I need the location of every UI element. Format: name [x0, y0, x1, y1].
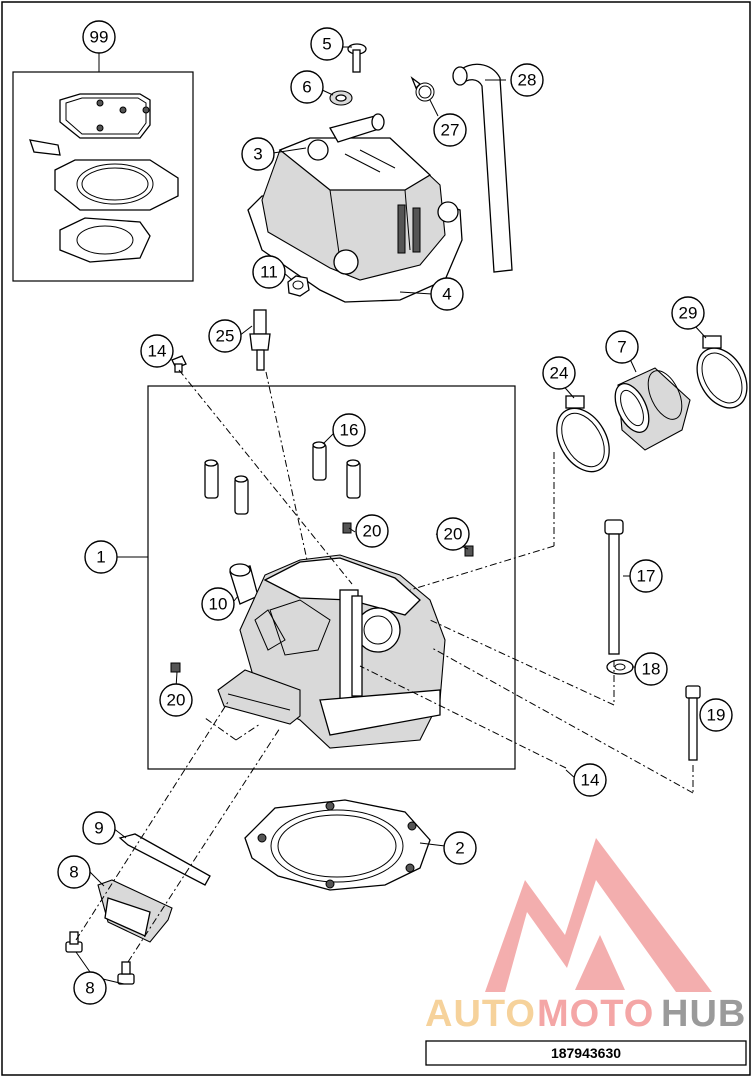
svg-text:3: 3	[253, 145, 262, 164]
callout-25: 29	[671, 296, 705, 330]
svg-text:27: 27	[441, 121, 460, 140]
svg-text:6: 6	[302, 78, 311, 97]
callout-16: 16	[332, 413, 366, 447]
callout-20-center: 20	[355, 514, 389, 548]
callout-11: 10	[201, 587, 235, 621]
head-gasket-group	[244, 799, 431, 891]
watermark-text: AUTO MOTO HUB	[425, 993, 746, 1035]
breather-hose-group	[410, 63, 513, 273]
svg-text:29: 29	[679, 304, 698, 323]
svg-text:20: 20	[167, 691, 186, 710]
gasket-kit-box	[12, 71, 194, 282]
callout-20-right: 20	[436, 517, 470, 551]
watermark-auto: AUTO	[425, 993, 536, 1035]
intake-group	[556, 335, 748, 473]
svg-text:14: 14	[148, 342, 167, 361]
watermark-logo	[485, 838, 712, 992]
callout-29: 28	[510, 63, 544, 97]
svg-text:2: 2	[455, 839, 464, 858]
svg-text:8: 8	[69, 863, 78, 882]
callout-10: 9	[82, 811, 116, 845]
callout-8: 8	[73, 971, 107, 1005]
doc-number-box	[425, 1040, 747, 1066]
callout-19: 19	[699, 698, 733, 732]
sensor-group	[171, 309, 271, 373]
cylinder-head-group	[117, 385, 516, 770]
callout-7: 7	[605, 330, 639, 364]
svg-text:10: 10	[209, 595, 228, 614]
svg-text:11: 11	[260, 263, 278, 282]
svg-text:24: 24	[550, 364, 569, 383]
gasket-kit-group	[12, 50, 194, 282]
callout-24: 24	[542, 356, 576, 390]
callout-20-left: 20	[159, 683, 193, 717]
callout-6: 6	[290, 70, 324, 104]
svg-text:99: 99	[90, 28, 109, 47]
svg-text:28: 28	[518, 71, 537, 90]
svg-text:25: 25	[216, 327, 235, 346]
cylinder-head-box	[147, 385, 516, 770]
callout-14-bottom: 14	[573, 763, 607, 797]
callout-28: 27	[433, 113, 467, 147]
watermark-hub: HUB	[661, 993, 746, 1035]
callout-9: 8	[57, 855, 91, 889]
callout-4: 4	[430, 277, 464, 311]
svg-text:17: 17	[637, 567, 656, 586]
callout-2: 2	[443, 831, 477, 865]
callout-3: 3	[241, 137, 275, 171]
logo-mark	[485, 838, 712, 992]
callout-17: 17	[629, 559, 663, 593]
callout-5: 5	[310, 27, 344, 61]
bolts-group	[604, 519, 701, 761]
svg-text:1: 1	[96, 548, 105, 567]
svg-text:18: 18	[642, 660, 661, 679]
leader-lines	[75, 46, 707, 985]
svg-text:20: 20	[363, 522, 382, 541]
watermark-moto: MOTO	[537, 993, 654, 1035]
svg-text:4: 4	[442, 285, 451, 304]
flange-group	[65, 833, 211, 985]
valve-cover-group	[247, 43, 463, 303]
callout-18: 18	[634, 652, 668, 686]
callout-14-top: 14	[140, 334, 174, 368]
callout-1: 1	[84, 540, 118, 574]
callout-99: 99	[82, 20, 116, 54]
svg-text:9: 9	[94, 819, 103, 838]
callout-27: 25	[208, 319, 242, 353]
document-number: 187943630	[551, 1045, 621, 1061]
svg-text:20: 20	[444, 525, 463, 544]
callouts: 99 5 6 3 4 11 28 27 25 14 16 20 20 1 10 …	[57, 20, 733, 1005]
callout-12: 11	[252, 255, 286, 289]
svg-text:5: 5	[322, 35, 331, 54]
svg-text:8: 8	[85, 979, 94, 998]
svg-text:19: 19	[707, 706, 726, 725]
svg-text:16: 16	[340, 421, 359, 440]
svg-text:7: 7	[617, 338, 626, 357]
svg-text:14: 14	[581, 771, 600, 790]
